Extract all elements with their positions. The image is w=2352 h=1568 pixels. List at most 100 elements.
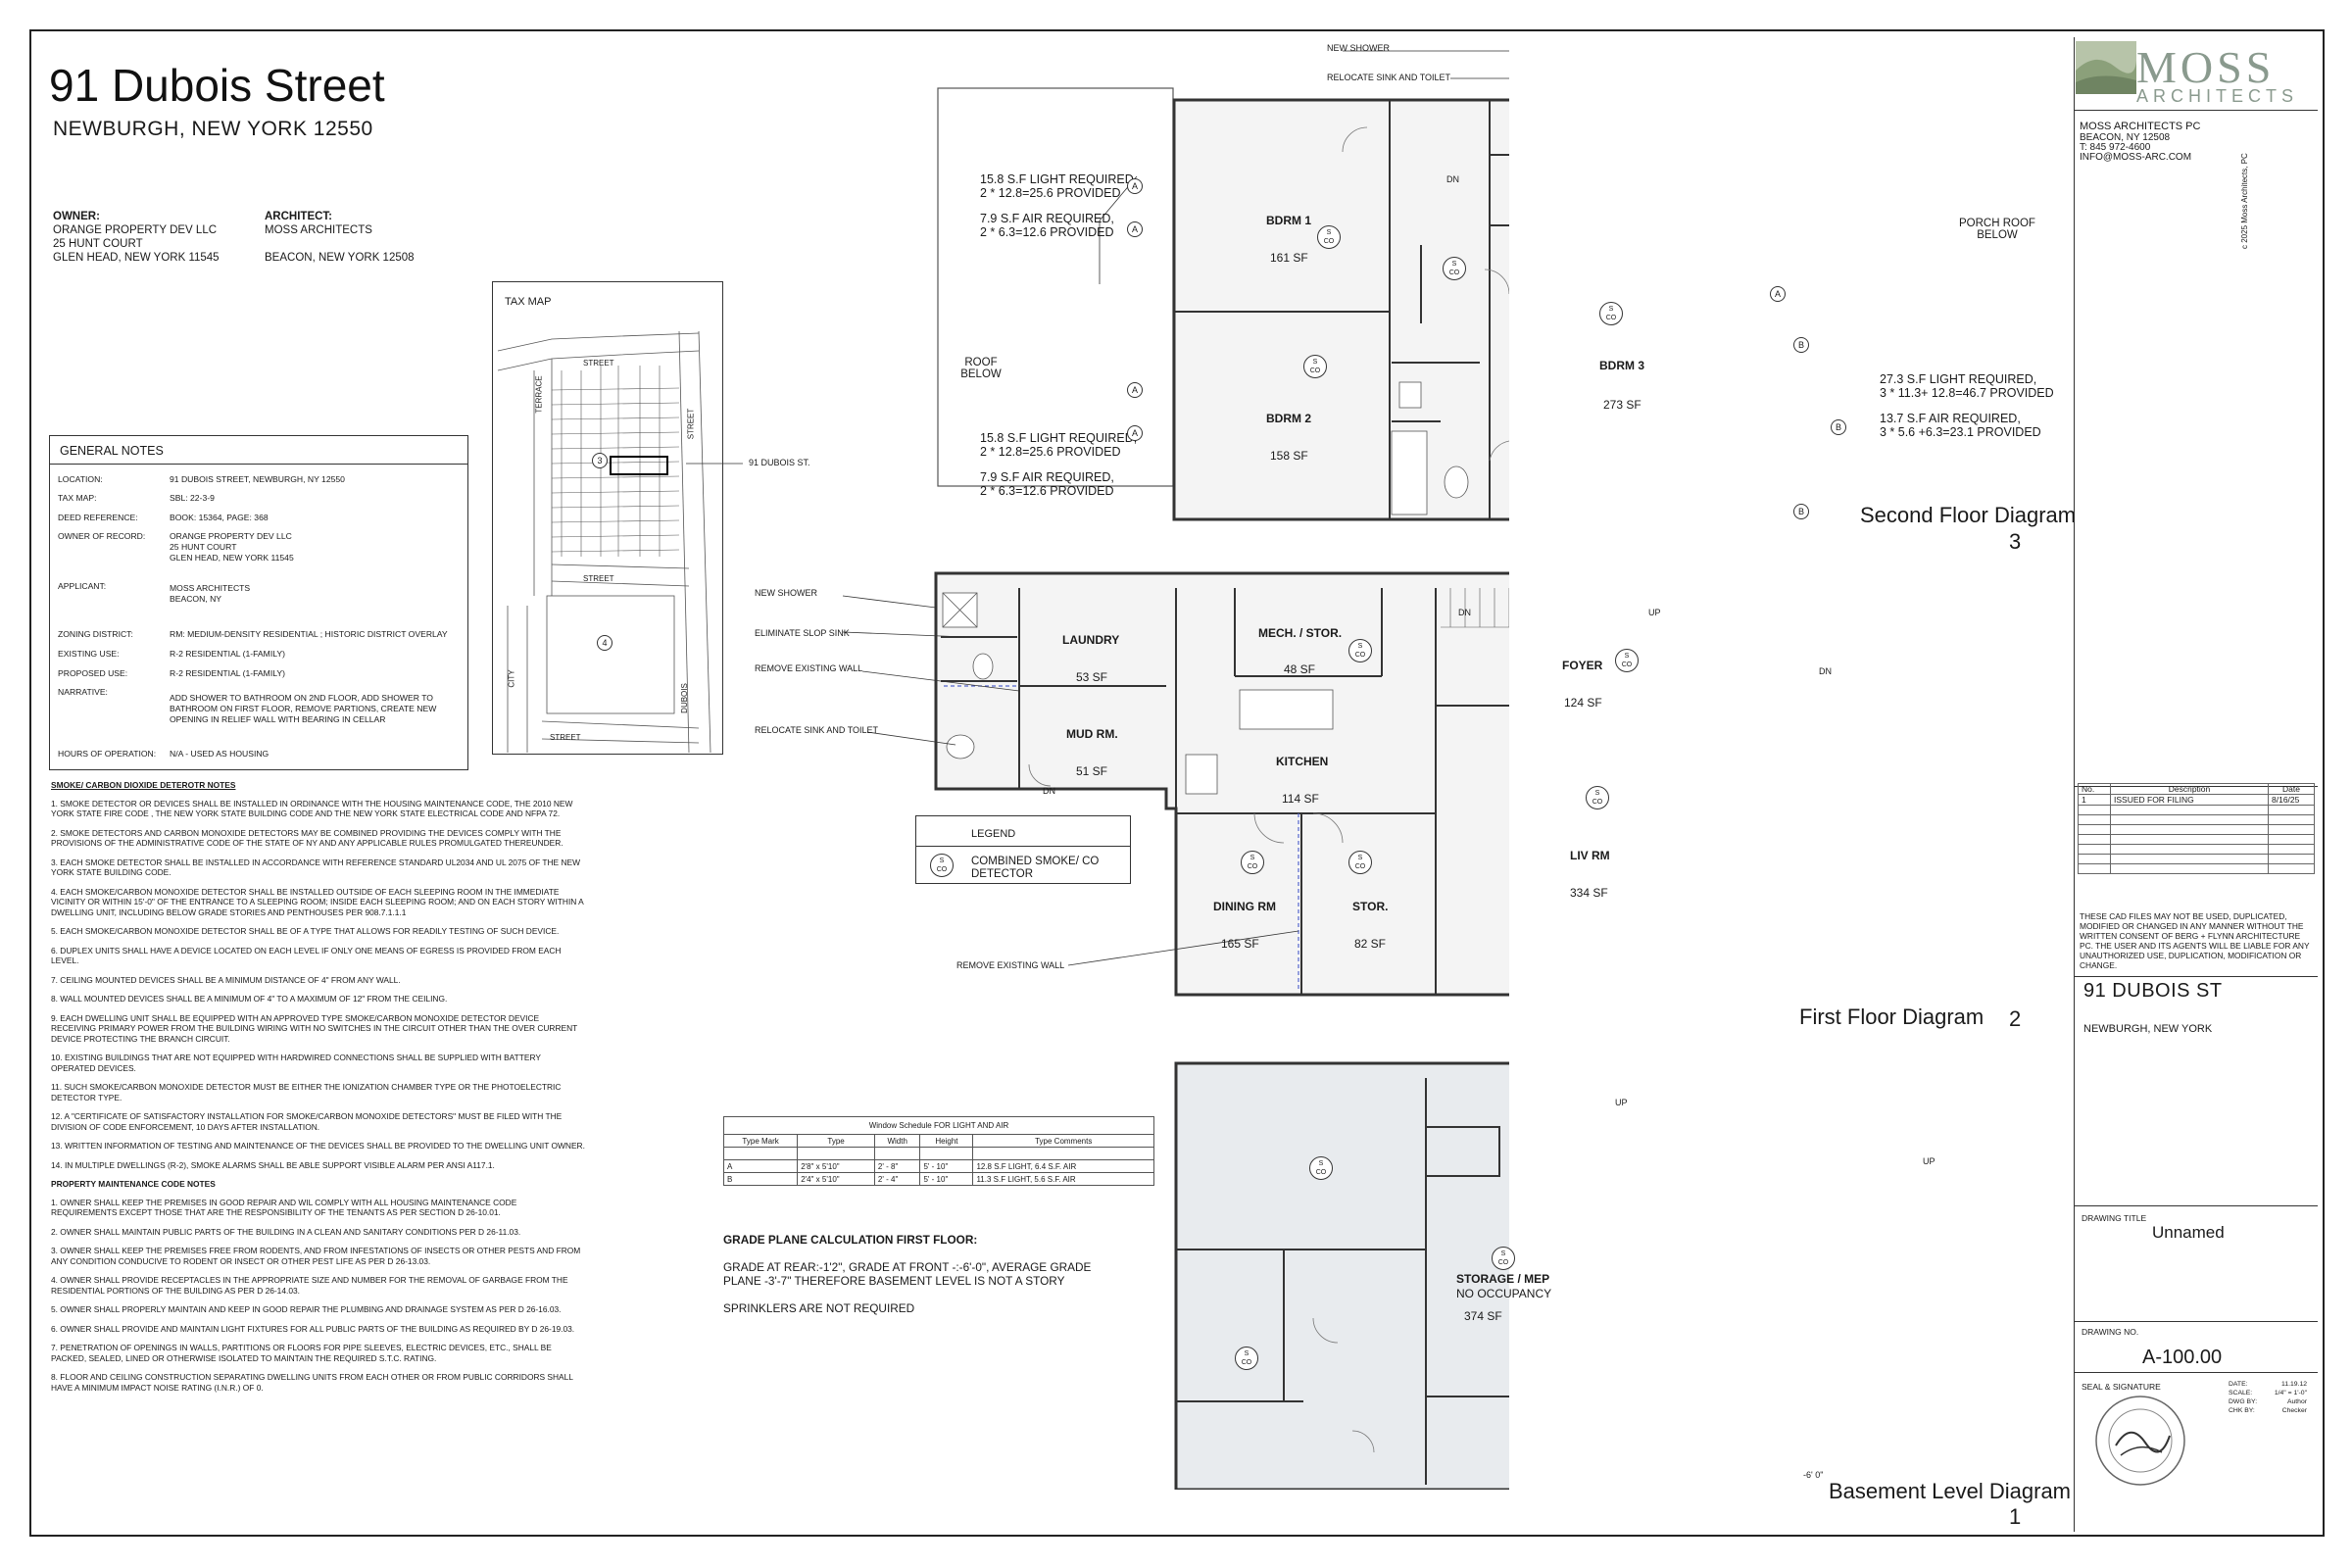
grade-plane-heading: GRADE PLANE CALCULATION FIRST FLOOR: (723, 1233, 978, 1247)
grade-plane-notes: GRADE PLANE CALCULATION FIRST FLOOR: GRA… (723, 1233, 1096, 1315)
room-bdrm-3-sf: 273 SF (1603, 398, 1642, 412)
general-notes-rule (50, 464, 467, 465)
meta-row: CHK BY: Checker (2229, 1406, 2307, 1415)
sheet-border (29, 29, 2325, 1537)
note-item: 1. OWNER SHALL KEEP THE PREMISES IN GOOD… (51, 1197, 517, 1218)
calc-bdrm1-air: 7.9 S.F AIR REQUIRED, 2 * 6.3=12.6 PROVI… (980, 212, 1114, 239)
calc-bdrm3-air: 13.7 S.F AIR REQUIRED, 3 * 5.6 +6.3=23.1… (1880, 412, 2041, 439)
icon-s: S (1594, 790, 1600, 797)
diagram-number-3: 3 (2009, 529, 2022, 554)
smoke-co-detector-icon: S CO (930, 854, 954, 877)
drawing-title: Unnamed (2152, 1223, 2225, 1242)
icon-co: CO (1315, 1169, 1327, 1176)
icon-co: CO (1247, 863, 1258, 870)
meta-key: CHK BY: (2229, 1407, 2255, 1414)
icon-co: CO (1309, 368, 1321, 374)
gn-key: APPLICANT: (58, 581, 107, 591)
stair-dn-porch: DN (1819, 666, 1832, 676)
window-tag-a: A (1127, 382, 1143, 398)
table-row (2078, 814, 2315, 825)
icon-s: S (1624, 653, 1630, 660)
icon-co: CO (936, 866, 948, 873)
gn-value: RM: MEDIUM-DENSITY RESIDENTIAL ; HISTORI… (170, 629, 448, 639)
window-schedule: Window Schedule FOR LIGHT AND AIR Type M… (722, 1116, 1154, 1186)
icon-co: CO (1354, 863, 1366, 870)
icon-s: S (1451, 261, 1457, 268)
grade-dimension: -6' 0" (1803, 1470, 1824, 1480)
room-storage-mep: STORAGE / MEP (1456, 1272, 1550, 1286)
gn-key: TAX MAP: (58, 493, 97, 503)
diagram-number-2: 2 (2009, 1006, 2022, 1031)
gn-value: ORANGE PROPERTY DEV LLC 25 HUNT COURT GL… (170, 531, 294, 563)
stair-dn-2f: DN (1446, 174, 1459, 184)
icon-s: S (939, 858, 945, 864)
legend-rule (916, 846, 1130, 847)
sprinkler-note: SPRINKLERS ARE NOT REQUIRED (723, 1301, 915, 1315)
diagram-title-first-floor: First Floor Diagram (1799, 1004, 1984, 1029)
window-tag-a: A (1127, 178, 1143, 194)
diagram-number-1: 1 (2009, 1504, 2022, 1529)
meta-key: DATE: (2229, 1381, 2248, 1388)
tax-map-heading: TAX MAP (505, 296, 552, 308)
note-item: 9. EACH DWELLING UNIT SHALL BE EQUIPPED … (51, 1012, 578, 1044)
gn-key: ZONING DISTRICT: (58, 629, 133, 639)
drawing-meta: DATE:11.19.12 SCALE:1/4" = 1'-0" DWG BY:… (2229, 1380, 2307, 1415)
icon-s: S (1357, 855, 1363, 861)
table-header: Description (2110, 783, 2269, 795)
icon-co: CO (1241, 1359, 1252, 1366)
drawing-no-label: DRAWING NO. (2082, 1327, 2139, 1337)
tax-street-top: STREET (583, 359, 614, 368)
gn-key: OWNER OF RECORD: (58, 531, 146, 541)
callout-remove-wall-1f: REMOVE EXISTING WALL (755, 663, 863, 673)
table-row (2078, 834, 2315, 845)
tb-project-city: NEWBURGH, NEW YORK (2083, 1023, 2213, 1035)
room-kitchen-sf: 114 SF (1282, 792, 1319, 806)
owner-line: 25 HUNT COURT (53, 238, 143, 250)
icon-s: S (1250, 855, 1255, 861)
note-item: 1. SMOKE DETECTOR OR DEVICES SHALL BE IN… (51, 798, 573, 819)
firm-line: BEACON, NY 12508 (2080, 132, 2171, 143)
tax-map-leader (686, 463, 743, 465)
maintenance-notes-heading: PROPERTY MAINTENANCE CODE NOTES (51, 1179, 216, 1189)
window-tag-a: A (1127, 425, 1143, 441)
room-foyer: FOYER (1562, 659, 1603, 672)
room-bdrm-1-sf: 161 SF (1270, 251, 1308, 265)
note-item: 10. EXISTING BUILDINGS THAT ARE NOT EQUI… (51, 1053, 541, 1073)
drawing-no: A-100.00 (2142, 1347, 2223, 1368)
firm-name: MOSS ARCHITECTS PC (2080, 121, 2201, 132)
table-cell: ISSUED FOR FILING (2110, 794, 2269, 806)
note-item: 6. OWNER SHALL PROVIDE AND MAINTAIN LIGH… (51, 1323, 575, 1334)
stair-up-exterior: UP (1923, 1156, 1936, 1166)
icon-co: CO (1448, 270, 1460, 276)
meta-value: Checker (2281, 1407, 2307, 1414)
project-subtitle: NEWBURGH, NEW YORK 12550 (53, 118, 373, 140)
architect-block: ARCHITECT: MOSS ARCHITECTS BEACON, NEW Y… (265, 210, 415, 265)
note-item: 3. OWNER SHALL KEEP THE PREMISES FREE FR… (51, 1246, 581, 1266)
room-liv-rm-sf: 334 SF (1570, 886, 1608, 900)
gn-value: R-2 RESIDENTIAL (1-FAMILY) (170, 649, 285, 659)
room-storage-mep-sub: NO OCCUPANCY (1456, 1287, 1552, 1300)
architect-heading: ARCHITECT: (265, 211, 332, 222)
room-dining-rm: DINING RM (1213, 900, 1276, 913)
room-dining-rm-sf: 165 SF (1221, 937, 1259, 951)
calc-bdrm1-light: 15.8 S.F LIGHT REQUIRED, 2 * 12.8=25.6 P… (980, 172, 1138, 200)
owner-line: ORANGE PROPERTY DEV LLC (53, 224, 218, 236)
tb-rule (2075, 1205, 2318, 1206)
callout-porch-roof: PORCH ROOF BELOW (1959, 218, 2035, 241)
smoke-notes-heading: SMOKE/ CARBON DIOXIDE DETEROTR NOTES (51, 780, 236, 790)
note-item: 4. OWNER SHALL PROVIDE RECEPTACLES IN TH… (51, 1275, 568, 1296)
seal-label: SEAL & SIGNATURE (2082, 1382, 2161, 1392)
room-bdrm-1: BDRM 1 (1266, 214, 1312, 227)
firm-line: T: 845 972-4600 (2080, 142, 2151, 153)
note-item: 7. PENETRATION OF OPENINGS IN WALLS, PAR… (51, 1343, 552, 1363)
general-notes-heading: GENERAL NOTES (60, 444, 164, 458)
room-stor-sf: 82 SF (1354, 937, 1387, 951)
icon-co: CO (1323, 238, 1335, 245)
meta-row: DATE:11.19.12 (2229, 1380, 2307, 1389)
window-schedule-table: Type Mark Type Width Height Type Comment… (722, 1134, 1154, 1186)
stair-up-1f: UP (1648, 608, 1661, 617)
